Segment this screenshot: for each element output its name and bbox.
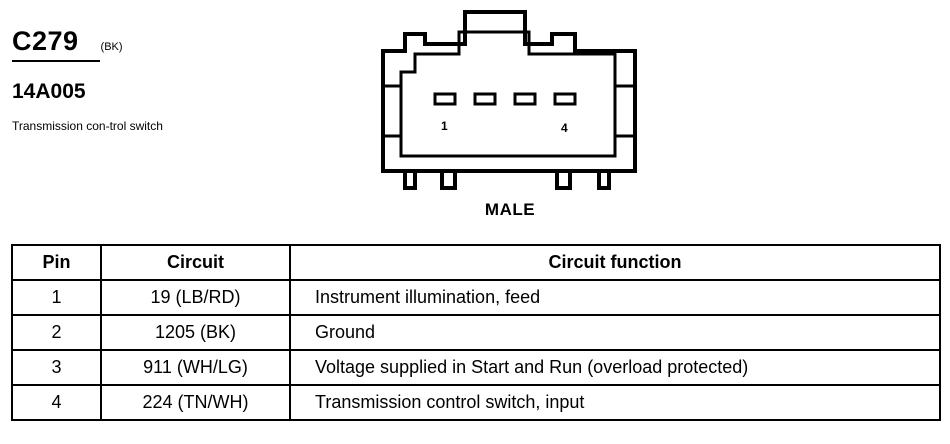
row-circuit: 19 (LB/RD) <box>100 279 291 316</box>
pinout-table: Pin Circuit Circuit function 1 19 (LB/RD… <box>11 244 941 421</box>
pin-label-last: 4 <box>561 121 568 135</box>
connector-face-diagram: 1 4 <box>375 6 645 196</box>
pin-cavity-1 <box>433 92 457 106</box>
header-pin: Pin <box>11 244 102 281</box>
row-pin: 3 <box>11 349 102 386</box>
table-row: 2 1205 (BK) Ground <box>11 314 941 351</box>
component-description: Transmission con-trol switch <box>12 119 163 133</box>
pin-label-first: 1 <box>441 119 448 133</box>
table-row: 1 19 (LB/RD) Instrument illumination, fe… <box>11 279 941 316</box>
terminal-leg-1 <box>403 171 417 190</box>
connector-header: C279 (BK) 14A005 Transmission con-trol s… <box>12 26 212 134</box>
row-pin: 1 <box>11 279 102 316</box>
row-circuit: 224 (TN/WH) <box>100 384 291 421</box>
pin-cavity-3 <box>513 92 537 106</box>
terminal-leg-4 <box>597 171 611 190</box>
left-rib <box>383 84 401 138</box>
row-circuit: 911 (WH/LG) <box>100 349 291 386</box>
housing-outline <box>381 10 637 173</box>
title-underline <box>12 60 100 62</box>
row-function: Instrument illumination, feed <box>289 279 941 316</box>
row-function: Ground <box>289 314 941 351</box>
pin-cavity-4 <box>553 92 577 106</box>
terminal-leg-2 <box>440 171 457 190</box>
row-function: Transmission control switch, input <box>289 384 941 421</box>
row-circuit: 1205 (BK) <box>100 314 291 351</box>
connector-id: C279 <box>12 26 79 56</box>
header-circuit-function: Circuit function <box>289 244 941 281</box>
housing-inner-outline <box>399 30 617 158</box>
connector-color: (BK) <box>100 41 123 53</box>
connector-title-row: C279 (BK) <box>12 26 212 57</box>
table-row: 4 224 (TN/WH) Transmission control switc… <box>11 384 941 421</box>
right-rib <box>615 84 635 138</box>
row-pin: 4 <box>11 384 102 421</box>
header-circuit: Circuit <box>100 244 291 281</box>
table-row: 3 911 (WH/LG) Voltage supplied in Start … <box>11 349 941 386</box>
part-number: 14A005 <box>12 80 86 103</box>
row-function: Voltage supplied in Start and Run (overl… <box>289 349 941 386</box>
pin-cavity-2 <box>473 92 497 106</box>
terminal-leg-3 <box>555 171 572 190</box>
table-header-row: Pin Circuit Circuit function <box>11 244 941 281</box>
connector-face-svg: 1 4 <box>381 10 637 190</box>
connector-gender-label: MALE <box>484 200 536 219</box>
row-pin: 2 <box>11 314 102 351</box>
